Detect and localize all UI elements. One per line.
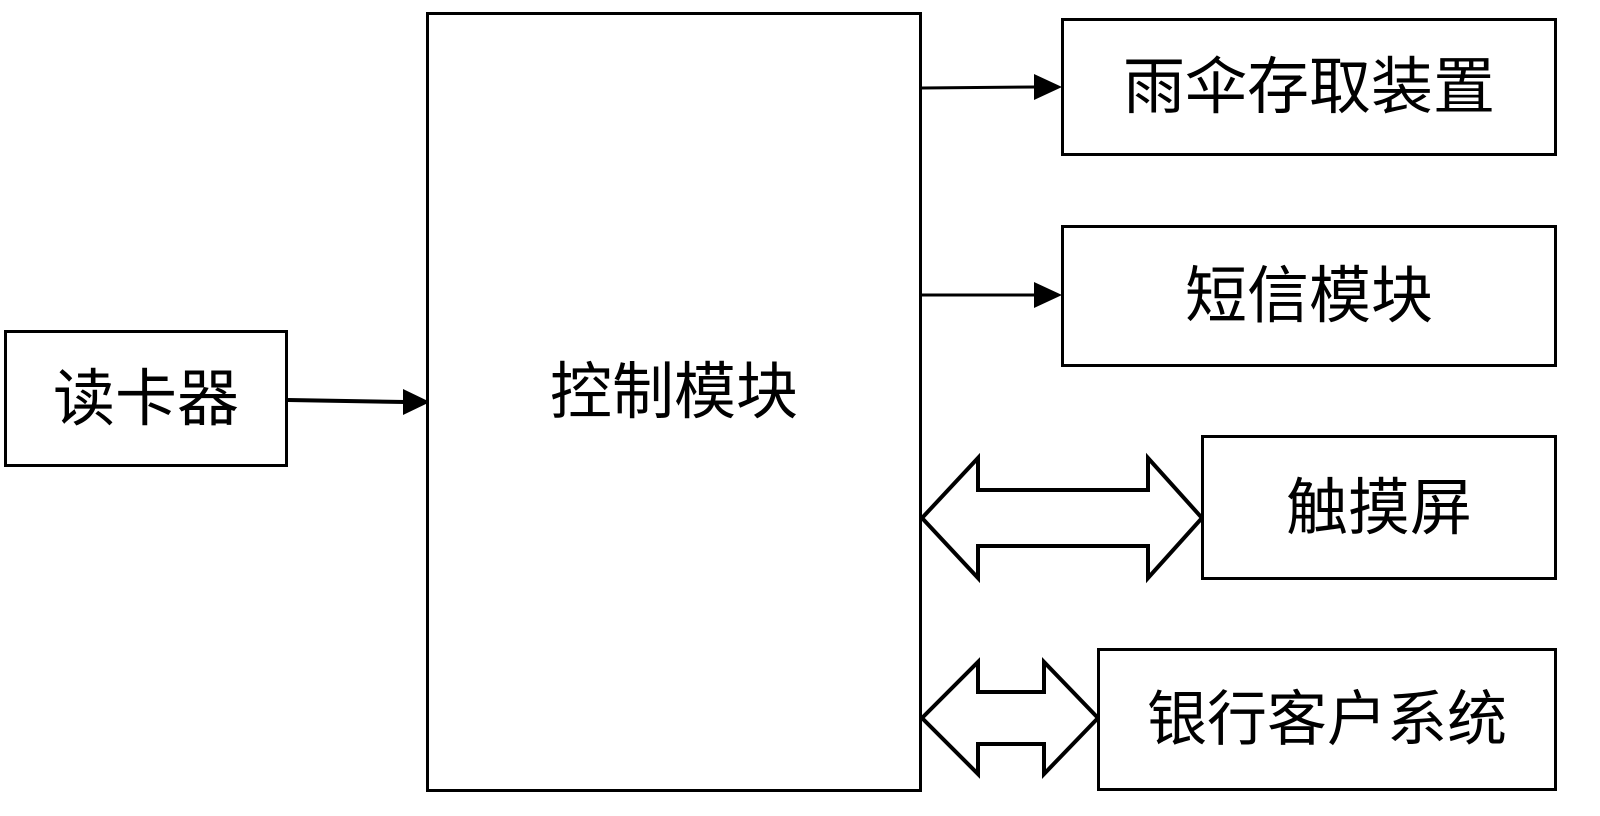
umbrella-device-box: 雨伞存取装置 [1061,18,1557,156]
bank-system-label: 银行客户系统 [1147,684,1507,755]
touch-screen-box: 触摸屏 [1201,435,1557,580]
bidirectional-arrow-bank [919,657,1101,779]
bidirectional-arrow-touchscreen [919,452,1205,584]
control-module-box: 控制模块 [426,12,922,792]
touch-screen-label: 触摸屏 [1285,470,1472,544]
sms-module-label: 短信模块 [1184,259,1433,332]
card-reader-label: 读卡器 [52,361,239,435]
bank-system-box: 银行客户系统 [1097,648,1557,791]
sms-module-box: 短信模块 [1061,225,1557,367]
arrow-reader-to-control [287,389,430,415]
card-reader-box: 读卡器 [4,330,288,467]
control-module-label: 控制模块 [549,355,798,428]
arrow-control-to-sms [922,282,1062,308]
umbrella-device-label: 雨伞存取装置 [1122,50,1495,123]
arrow-control-to-umbrella [921,74,1062,100]
